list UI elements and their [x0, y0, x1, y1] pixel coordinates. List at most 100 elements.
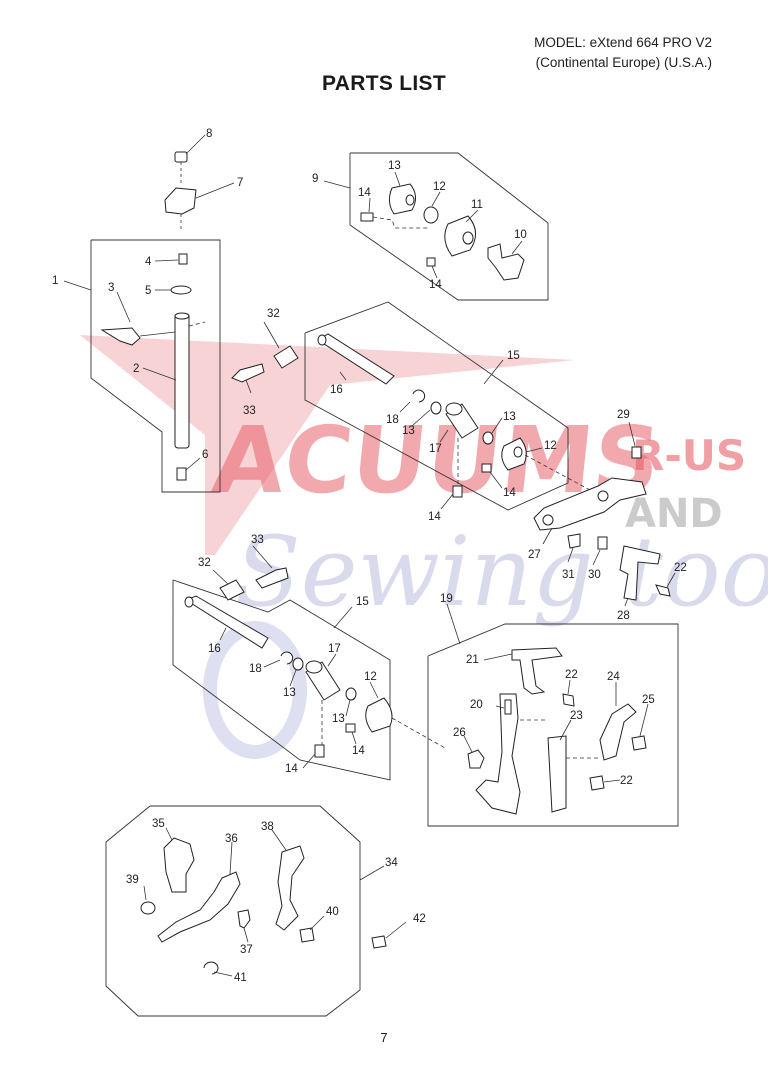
label-part-16: 16 — [330, 384, 343, 396]
part-22-screw-a — [655, 584, 671, 597]
part-28-bracket — [619, 545, 661, 601]
part-24-lever — [599, 703, 637, 761]
label-part-32: 32 — [198, 557, 211, 569]
label-part-8: 8 — [206, 128, 212, 140]
part-27-link — [533, 477, 647, 531]
label-part-13: 13 — [388, 160, 401, 172]
label-part-26: 26 — [453, 727, 466, 739]
label-part-25: 25 — [642, 694, 655, 706]
collar-lower-face — [305, 660, 323, 674]
part-13-washer-lower — [292, 657, 304, 671]
shaft-end — [317, 334, 327, 346]
group-9-assembly: 9 10 11 12 13 14 14 — [312, 152, 549, 301]
group-15-outline-upper — [304, 301, 569, 511]
part-18-eclip-lower — [280, 651, 294, 665]
part-16-shaft-lower — [184, 595, 269, 649]
label-part-16: 16 — [208, 643, 221, 655]
watermark-script-text: Sewing too — [235, 516, 768, 628]
part-7-clamp — [164, 187, 197, 215]
label-part-30: 30 — [588, 569, 601, 581]
link-hole-1 — [542, 514, 554, 526]
label-part-13: 13 — [503, 411, 516, 423]
label-part-2: 2 — [133, 363, 139, 375]
label-part-4: 4 — [145, 256, 152, 268]
watermark-rus-text: R-US — [632, 431, 746, 480]
label-part-17: 17 — [429, 443, 442, 455]
label-part-14: 14 — [285, 763, 298, 775]
upper-shaft-assembly: 32 33 15 16 18 13 17 13 12 14 14 — [231, 301, 591, 523]
label-part-34: 34 — [385, 857, 398, 869]
label-part-12: 12 — [364, 671, 377, 683]
label-part-19: 19 — [440, 593, 453, 605]
model-line-2: (Continental Europe) (U.S.A.) — [535, 55, 712, 70]
part-30-screw — [597, 536, 608, 550]
part-25-screw — [631, 735, 647, 751]
group-9-outline — [349, 152, 549, 301]
part-10-block — [487, 243, 525, 281]
part-22-screw-c — [589, 775, 605, 791]
part-32-bushing-lower — [219, 579, 245, 601]
part-14-screw-lower-b — [314, 744, 325, 758]
part-33-screw-lower — [255, 567, 289, 589]
label-part-7: 7 — [237, 177, 243, 189]
needle-bar-top — [174, 312, 190, 320]
shaft-lower-end — [184, 596, 194, 608]
part-32-bushing — [273, 345, 299, 369]
part-14-screw-b — [426, 257, 436, 267]
part-39-ring — [140, 901, 156, 915]
part-31-pin — [567, 533, 581, 549]
part-11-collar — [444, 215, 476, 257]
label-part-32: 32 — [267, 308, 280, 320]
label-part-35: 35 — [152, 818, 165, 830]
part-26-screw — [467, 749, 485, 769]
watermark-red-v — [80, 335, 575, 555]
lever-assembly: 35 36 38 34 39 40 37 42 41 — [105, 805, 426, 1017]
label-part-15: 15 — [356, 596, 369, 608]
part-8-screw — [174, 151, 188, 163]
part-23-plate — [547, 735, 567, 813]
watermark-swash — [203, 621, 307, 759]
label-part-10: 10 — [514, 229, 527, 241]
label-part-14: 14 — [429, 279, 442, 291]
label-part-37: 37 — [240, 944, 253, 956]
part-21-bar — [511, 647, 563, 695]
label-part-18: 18 — [386, 414, 399, 426]
label-part-6: 6 — [202, 449, 208, 461]
part-42-screw — [371, 935, 387, 949]
label-part-42: 42 — [413, 913, 426, 925]
label-part-24: 24 — [607, 671, 620, 683]
label-part-21: 21 — [466, 654, 479, 666]
part-36-arm — [157, 871, 241, 943]
collar-12-hole — [513, 446, 523, 458]
part-12-washer — [423, 206, 439, 224]
label-part-22: 22 — [674, 562, 687, 574]
label-part-14: 14 — [503, 487, 516, 499]
label-part-22: 22 — [565, 669, 578, 681]
needle-bar-assembly: 1 2 3 4 5 6 7 8 — [52, 128, 243, 493]
part-5-spring — [170, 285, 192, 295]
part-40-screw — [299, 927, 315, 943]
presser-foot-assembly: 19 21 22 20 24 23 25 26 22 — [427, 593, 679, 827]
part-29-screw — [631, 446, 642, 459]
part-14-screw-d — [452, 485, 463, 498]
label-part-17: 17 — [328, 643, 341, 655]
model-line-1: MODEL: eXtend 664 PRO V2 — [534, 35, 712, 50]
label-part-36: 36 — [225, 833, 238, 845]
label-part-27: 27 — [528, 549, 541, 561]
part-3-thread-guide — [100, 327, 141, 346]
part-38-lever — [275, 845, 305, 931]
part-14-screw-a — [360, 212, 374, 222]
label-part-33: 33 — [243, 405, 256, 417]
part-18-eclip — [412, 389, 426, 403]
link-assembly: 29 27 31 30 22 28 — [528, 409, 687, 622]
label-part-9: 9 — [312, 173, 318, 185]
part-22-screw-b — [562, 693, 575, 707]
part-6-screw — [176, 467, 187, 481]
label-part-13: 13 — [283, 687, 296, 699]
part-14-screw-lower-a — [345, 723, 356, 733]
label-part-14: 14 — [428, 511, 441, 523]
label-part-18: 18 — [249, 663, 262, 675]
part-35-bracket — [163, 837, 195, 893]
part-33-screw — [231, 363, 265, 383]
label-part-33: 33 — [251, 534, 264, 546]
